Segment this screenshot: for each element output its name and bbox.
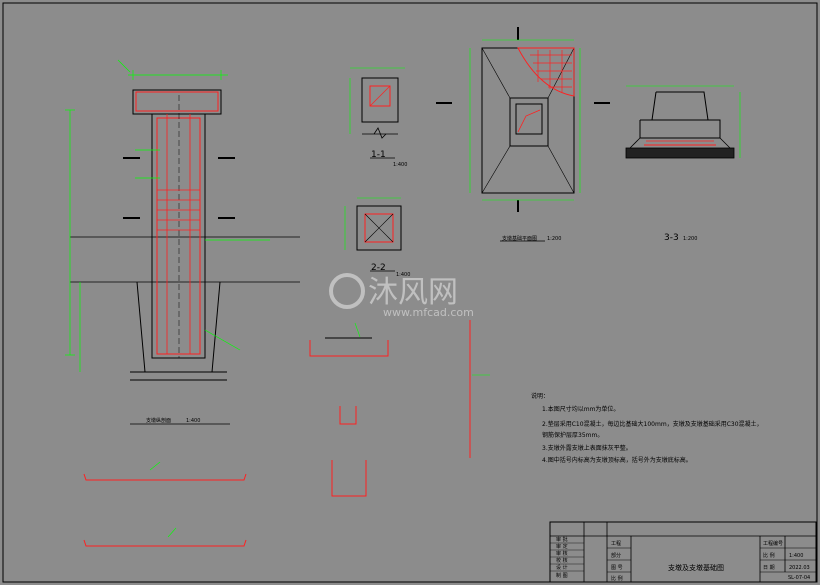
tb-left-row: 校 核 — [556, 557, 568, 564]
rebar-details — [83, 320, 490, 547]
section-1-1: 1-1 1:400 — [349, 67, 407, 168]
tb-drawing-title: 支墩及支墩基础图 — [668, 563, 724, 572]
watermark: 沐风网 www.mfcad.com — [329, 273, 474, 319]
tb-right-label: 工程编号 — [763, 540, 783, 547]
section-1-1-label: 1-1 — [371, 150, 386, 160]
tb-right-value: 2022.03 — [789, 565, 810, 571]
note-line: 1.本图尺寸均以mm为单位。 — [542, 405, 619, 413]
tb-right-label: 比 例 — [763, 552, 775, 559]
tb-left-row: 审 核 — [556, 550, 568, 557]
tb-mid-label: 工程 — [611, 540, 621, 547]
note-line: 钢筋保护层厚35mm。 — [542, 431, 603, 439]
tb-sheet-number: SL-07-04 — [788, 575, 810, 581]
section-3-3: 3-3 1:200 — [625, 85, 741, 243]
plan-title: 支墩基础平面图 — [502, 235, 537, 242]
title-block: 审 批 审 定 审 核 校 核 设 计 制 图 工程 部分 图 号 比 例 支墩… — [549, 521, 817, 583]
tb-mid-label: 比 例 — [611, 575, 623, 582]
elevation-title: 支墩纵剖面 — [146, 417, 171, 424]
section-2-2: 2-2 1:400 — [344, 197, 410, 278]
watermark-main: 沐风网 — [368, 275, 458, 310]
design-notes: 说明： 1.本图尺寸均以mm为单位。 2.垫层采用C10混凝土，每边比基础大10… — [531, 392, 763, 464]
notes-heading: 说明： — [531, 392, 549, 400]
plan-scale: 1:200 — [547, 236, 561, 242]
tb-left-row: 审 批 — [556, 536, 568, 543]
section-2-2-scale: 1:400 — [396, 272, 410, 278]
note-line: 3.支墩外露支墩上表面抹灰平整。 — [542, 444, 632, 452]
watermark-url: www.mfcad.com — [383, 306, 474, 319]
column-elevation — [70, 89, 300, 381]
tb-right-value: 1:400 — [789, 553, 803, 559]
section-1-1-scale: 1:400 — [393, 162, 407, 168]
elevation-scale: 1:400 — [186, 418, 200, 424]
watermark-logo-icon — [329, 273, 365, 309]
tb-left-row: 设 计 — [556, 564, 568, 571]
tb-left-row: 审 定 — [556, 543, 568, 550]
note-line: 4.图中括号内标高为支墩顶标高，括号外为支墩底标高。 — [542, 456, 692, 464]
tb-mid-label: 图 号 — [611, 565, 623, 571]
section-3-3-label: 3-3 — [664, 233, 679, 243]
note-line: 2.垫层采用C10混凝土，每边比基础大100mm，支墩及支墩基础采用C30混凝土… — [542, 420, 763, 428]
tb-right-label: 日 期 — [763, 565, 775, 571]
tb-left-row: 制 图 — [556, 572, 568, 579]
tb-mid-label: 部分 — [611, 552, 621, 559]
elevation-dimensions — [65, 59, 270, 372]
section-3-3-scale: 1:200 — [683, 236, 697, 242]
footing-plan: 支墩基础平面图 1:200 — [436, 27, 610, 242]
section-2-2-label: 2-2 — [371, 263, 386, 273]
